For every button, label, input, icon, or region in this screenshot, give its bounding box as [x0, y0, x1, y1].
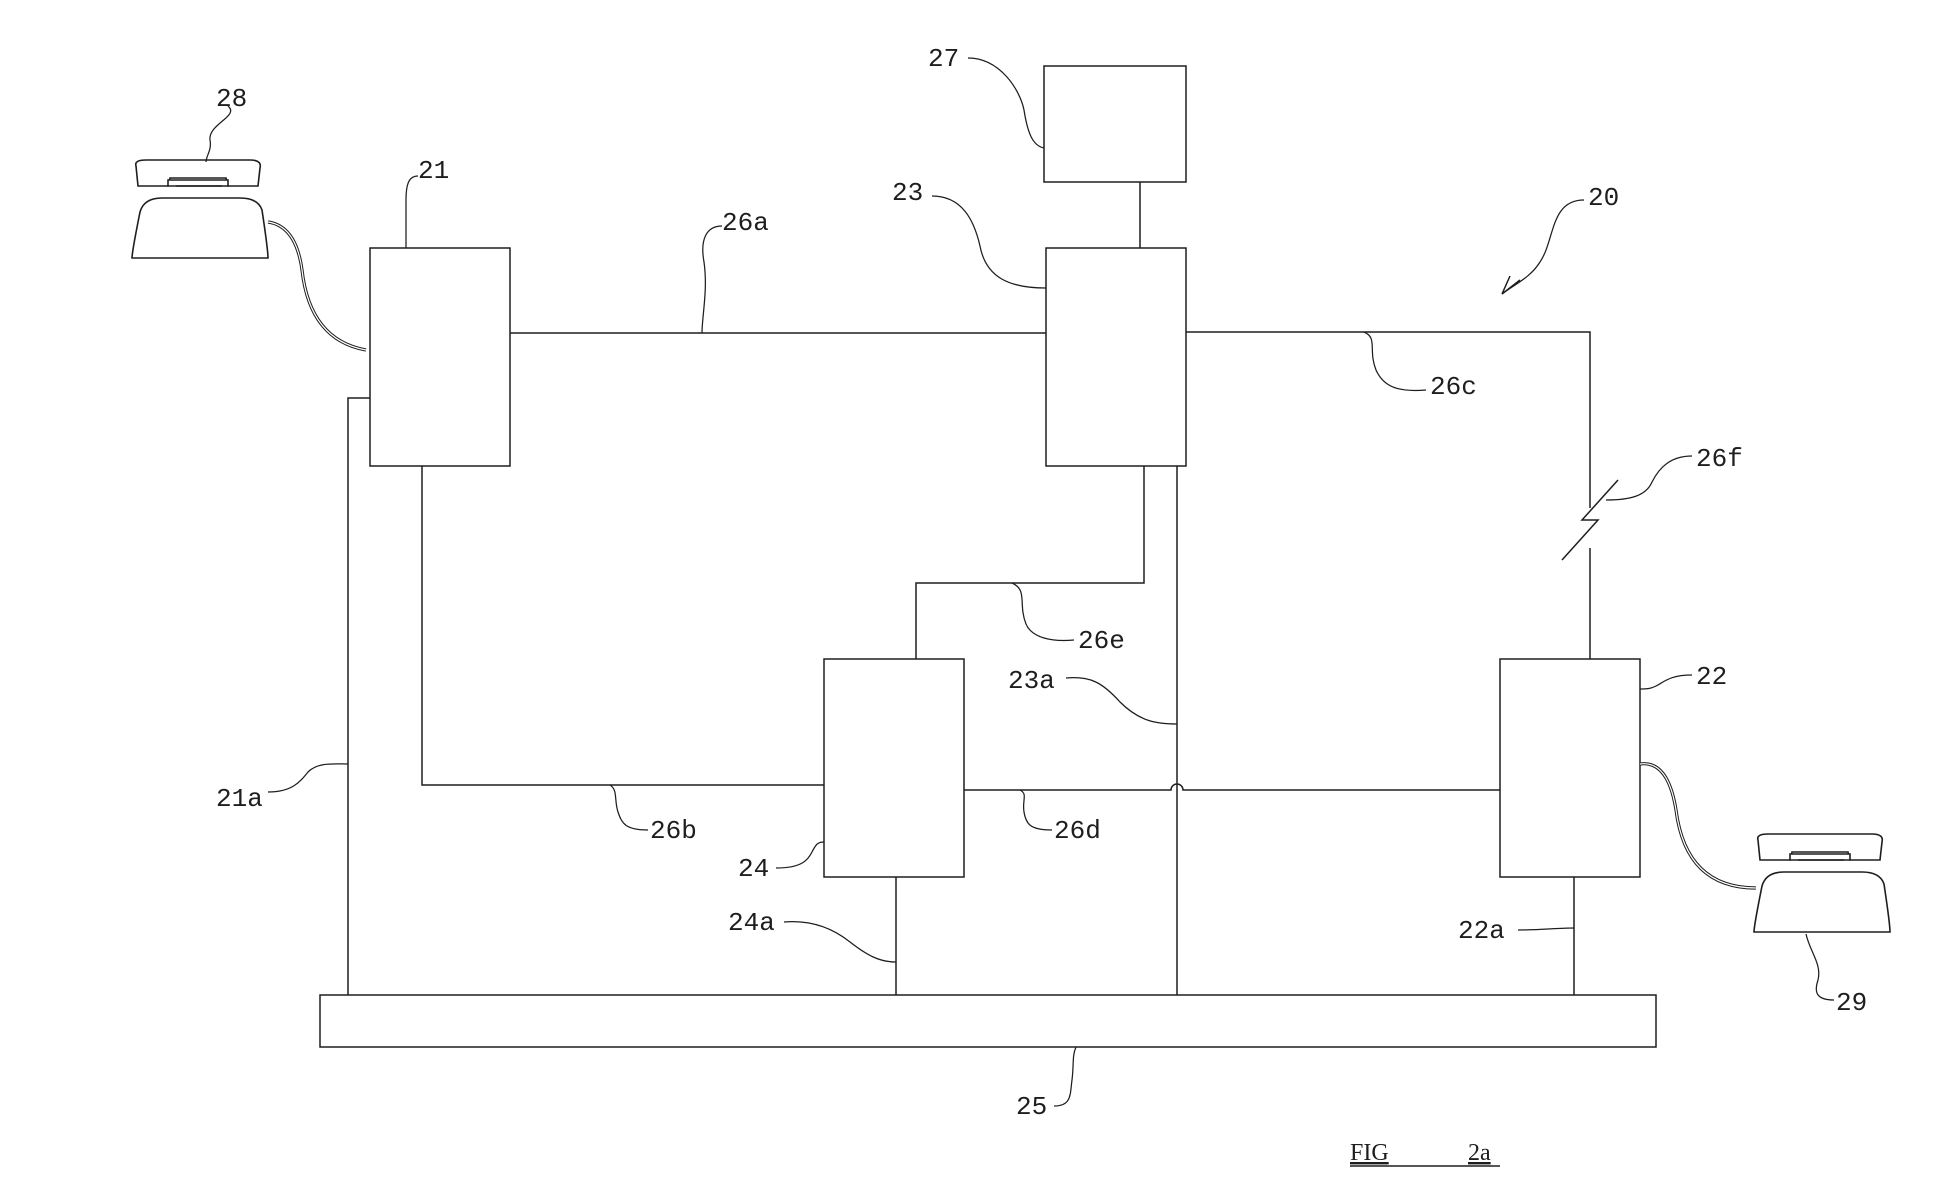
leader-25	[1054, 1047, 1076, 1106]
block-24	[824, 659, 964, 877]
block-23	[1046, 248, 1186, 466]
leader-23	[932, 196, 1046, 288]
bus-25	[320, 995, 1656, 1047]
link-21a	[348, 398, 370, 995]
leader-27	[968, 58, 1044, 148]
telephone-28	[132, 160, 366, 350]
leader-26e	[1012, 583, 1074, 640]
label-28: 28	[216, 84, 247, 114]
leader-26c	[1364, 332, 1426, 390]
leader-26a	[702, 226, 722, 333]
link-26b	[422, 466, 824, 785]
label-29: 29	[1836, 988, 1867, 1018]
label-22: 22	[1696, 662, 1727, 692]
figure-caption-fig: FIG	[1350, 1140, 1389, 1166]
label-20: 20	[1588, 183, 1619, 213]
label-24a: 24a	[728, 908, 775, 938]
label-23a: 23a	[1008, 666, 1055, 696]
label-22a: 22a	[1458, 916, 1505, 946]
block-21	[370, 248, 510, 466]
link-26c	[1186, 332, 1590, 508]
leader-24a	[784, 922, 896, 962]
leader-28	[206, 106, 231, 162]
leader-23a	[1066, 678, 1177, 724]
leader-22	[1640, 675, 1692, 689]
leader-21	[406, 176, 418, 248]
leader-24	[776, 842, 824, 868]
label-26d: 26d	[1054, 816, 1101, 846]
arrow-20	[1502, 200, 1584, 294]
label-21: 21	[418, 156, 449, 186]
leader-26f	[1606, 456, 1692, 500]
label-24: 24	[738, 854, 769, 884]
leader-29	[1806, 934, 1834, 1000]
label-26e: 26e	[1078, 626, 1125, 656]
label-23: 23	[892, 178, 923, 208]
block-22	[1500, 659, 1640, 877]
label-21a: 21a	[216, 784, 263, 814]
label-27: 27	[928, 44, 959, 74]
arrow-20-head	[1502, 276, 1520, 294]
label-26b: 26b	[650, 816, 697, 846]
label-26c: 26c	[1430, 372, 1477, 402]
link-26d	[964, 784, 1500, 790]
label-25: 25	[1016, 1092, 1047, 1122]
leader-26d	[1020, 790, 1052, 830]
label-26a: 26a	[722, 208, 769, 238]
telephone-29	[1640, 764, 1890, 932]
leader-21a	[268, 764, 348, 792]
figure-caption-number: 2a	[1468, 1140, 1491, 1166]
label-26f: 26f	[1696, 444, 1743, 474]
block-27	[1044, 66, 1186, 182]
leader-26b	[610, 785, 648, 830]
leader-22a	[1518, 928, 1574, 930]
